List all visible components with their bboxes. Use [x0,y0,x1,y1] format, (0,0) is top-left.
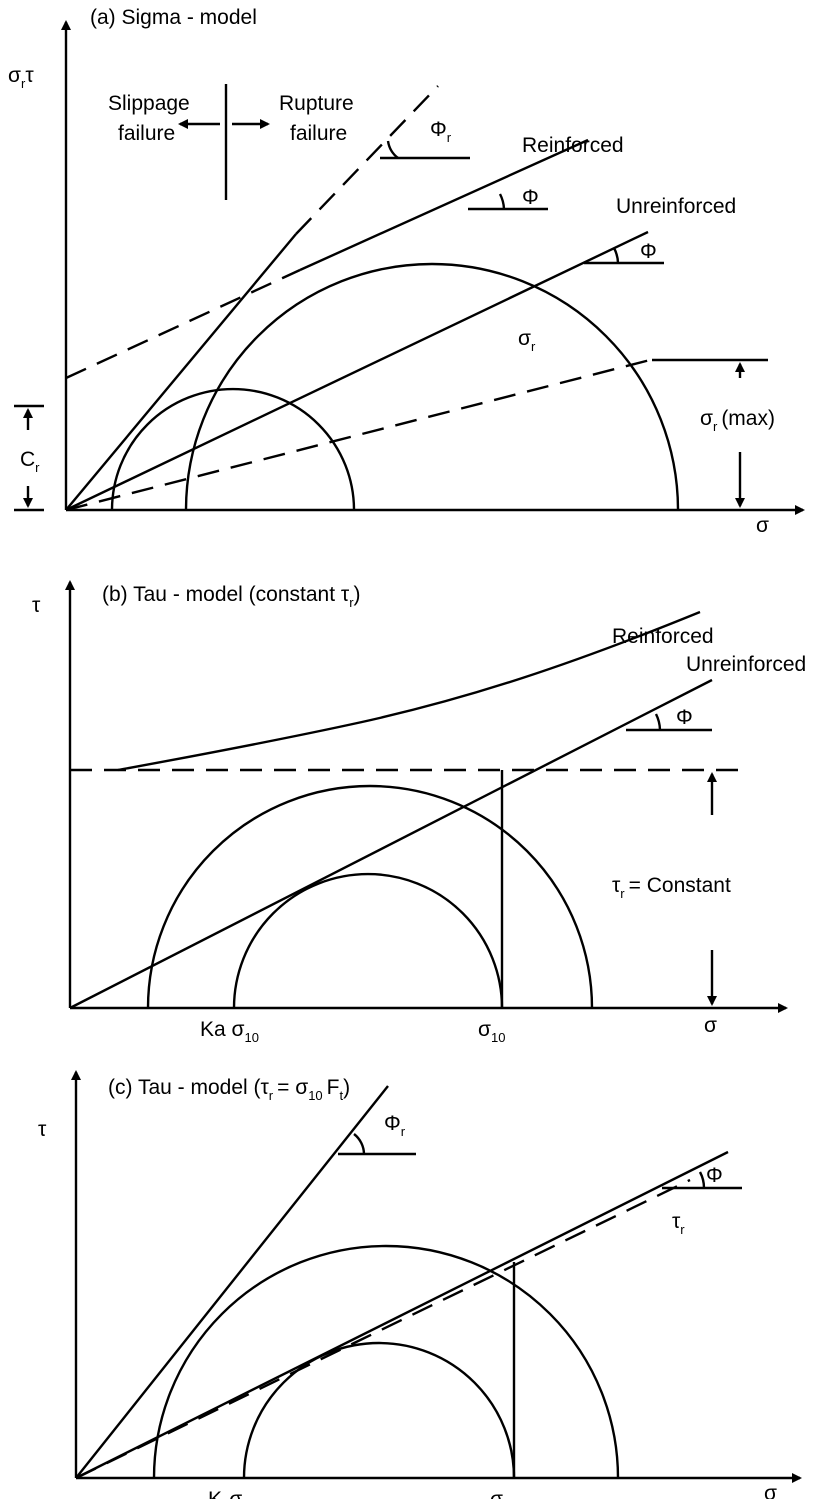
panel-b-y-label: τ [32,594,41,617]
large-mohr-circle [146,784,594,1009]
tau-r-label: τr= Constant [612,874,731,901]
reinforced-label: Reinforced [522,134,624,157]
phi-arc-1 [498,193,506,210]
panel-b: (b) Tau - model (constant τr) τ σ Reinfo… [32,580,806,1045]
reinforced-label: Reinforced [612,625,714,648]
slippage-label: Slippage [108,92,190,115]
reinforced-envelope [299,138,589,272]
panel-a-x-label: σ [756,514,769,537]
panel-b-title: (b) Tau - model (constant τr) [102,583,361,610]
small-mohr-circle [242,1341,516,1479]
panel-c-x-label: σ [764,1482,777,1499]
panel-a: (a) Sigma - model σrτ σ Slippage failure… [8,6,805,537]
reinforced-envelope [117,610,701,772]
rupture-line-solid [65,233,297,511]
unreinforced-envelope [69,678,713,1010]
phi-r-arc [353,1133,366,1155]
rupture-envelope [75,1085,389,1479]
panel-c-y-label: τ [38,1118,47,1141]
phi-arc [698,1171,706,1189]
rupture-label: Rupture [279,92,354,115]
ka-sigma-10-label: Ka σ10 [200,1018,259,1045]
tau-r-line [75,1178,691,1480]
small-mohr-circle [110,387,356,511]
sigma-r-line [65,358,651,512]
large-mohr-circle [184,262,680,511]
sigma-10-label: σ10 [490,1488,517,1499]
phi-r-arc [386,140,399,159]
small-mohr-circle [232,872,504,1009]
phi-label-1: Φ [522,186,539,209]
sigma-10-label: σ10 [478,1018,505,1045]
tau-r-label: τr [672,1210,685,1237]
phi-label: Φ [706,1164,723,1187]
phi-r-label: Φr [430,118,452,145]
sigma-r-label: σr [518,327,536,354]
phi-arc [654,713,662,731]
phi-r-label: Φr [384,1112,406,1139]
panel-a-y-label: σrτ [8,64,34,91]
reinforced-line-dashed [65,268,301,380]
cr-label: Cr [20,448,40,475]
phi-label-2: Φ [640,240,657,263]
unreinforced-envelope [75,1150,729,1480]
panel-b-x-label: σ [704,1014,717,1037]
unreinforced-label: Unreinforced [616,195,736,218]
unreinforced-label: Unreinforced [686,653,806,676]
rupture-line-dashed [295,85,439,235]
sigma-r-max-label: σr(max) [700,407,775,434]
phi-arc-2 [612,247,620,264]
unreinforced-envelope [65,230,649,512]
rupture-failure-label: failure [290,122,347,145]
phi-label: Φ [676,706,693,729]
slippage-failure-label: failure [118,122,175,145]
panel-a-title: (a) Sigma - model [90,6,257,29]
large-mohr-circle [152,1244,620,1479]
